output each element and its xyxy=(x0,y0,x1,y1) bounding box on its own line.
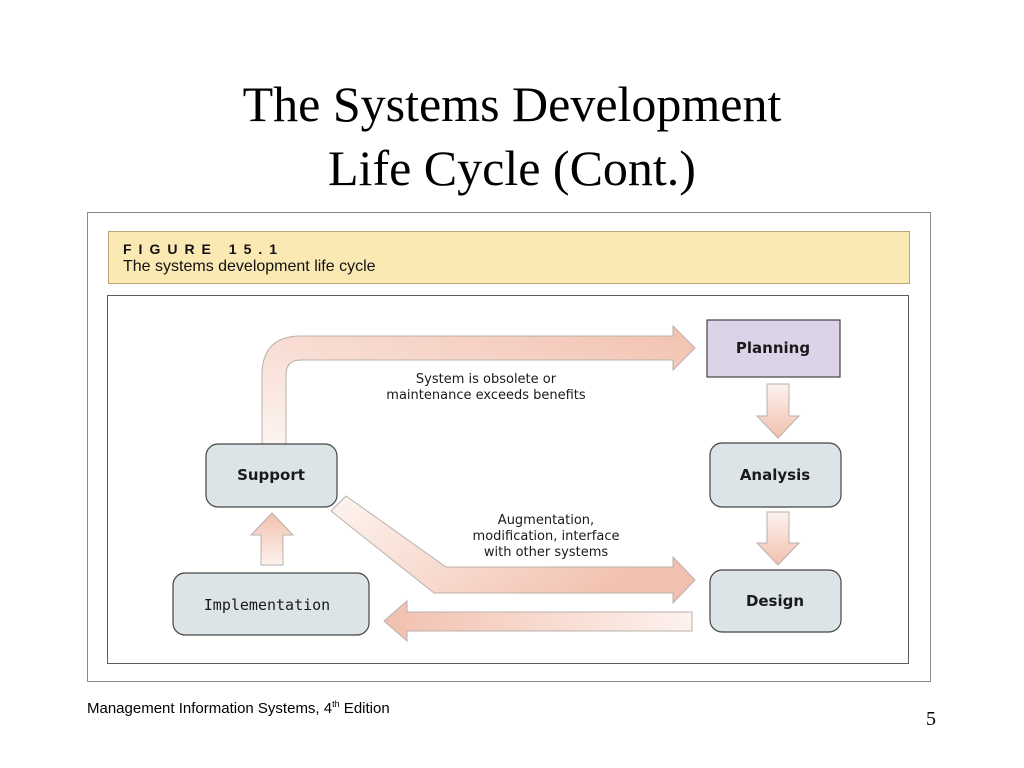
augmentation-note-line-2: modification, interface xyxy=(473,529,620,544)
support-label: Support xyxy=(237,466,305,484)
slide-title-line-2: Life Cycle (Cont.) xyxy=(328,140,696,196)
design-box: Design xyxy=(709,569,842,633)
slide-title-line-1: The Systems Development xyxy=(242,76,782,132)
footer-book-title: Management Information Systems, 4th Edit… xyxy=(87,699,390,717)
obsolete-loop-arrow xyxy=(261,324,696,445)
footer-edition-sup: th xyxy=(332,699,340,709)
return-arrow xyxy=(383,599,693,643)
analysis-label: Analysis xyxy=(740,466,810,484)
augmentation-note-line-1: Augmentation, xyxy=(498,513,594,528)
obsolete-note: System is obsolete or maintenance exceed… xyxy=(386,372,586,403)
planning-to-analysis-arrow xyxy=(755,383,801,439)
implementation-box: Implementation xyxy=(172,572,370,636)
obsolete-note-line-2: maintenance exceeds benefits xyxy=(386,388,586,403)
page-number: 5 xyxy=(926,708,936,730)
slide-title: The Systems Development Life Cycle (Cont… xyxy=(0,72,1024,200)
design-label: Design xyxy=(746,592,804,610)
figure-number: FIGURE 15.1 xyxy=(123,241,285,257)
augmentation-note-line-3: with other systems xyxy=(484,545,608,560)
planning-label: Planning xyxy=(736,339,810,357)
implementation-label: Implementation xyxy=(204,596,330,614)
figure-caption: The systems development life cycle xyxy=(123,258,376,275)
support-box: Support xyxy=(205,443,338,508)
analysis-box: Analysis xyxy=(709,442,842,508)
footer-edition-word: Edition xyxy=(339,700,390,717)
figure-caption-box: FIGURE 15.1 The systems development life… xyxy=(108,231,910,284)
implementation-to-support-arrow xyxy=(249,512,295,566)
footer-title-text: Management Information Systems, 4 xyxy=(87,700,333,717)
augmentation-arrow xyxy=(330,495,696,605)
augmentation-note: Augmentation, modification, interface wi… xyxy=(473,513,620,560)
obsolete-note-line-1: System is obsolete or xyxy=(416,372,557,387)
planning-box: Planning xyxy=(706,319,841,378)
analysis-to-design-arrow xyxy=(755,511,801,566)
